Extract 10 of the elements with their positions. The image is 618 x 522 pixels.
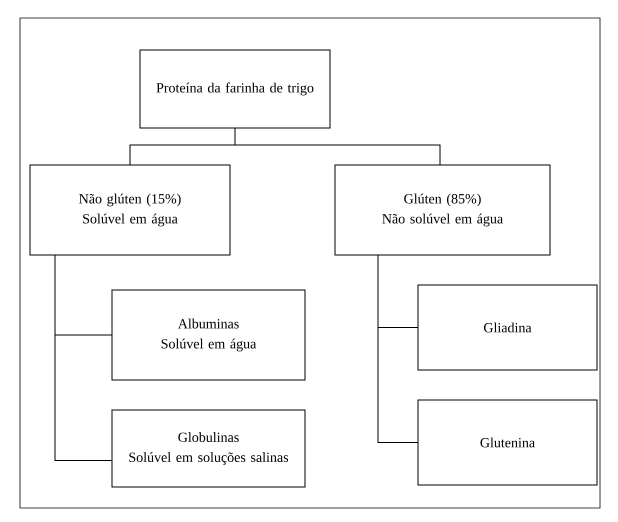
box: Glutenina xyxy=(418,400,598,486)
connector-line xyxy=(378,254,418,443)
box: Não glúten (15%) Solúvel em água xyxy=(30,164,230,256)
box: Albuminas Solúvel em água xyxy=(112,290,306,380)
box: Proteína da farinha de trigo xyxy=(140,50,330,128)
connector-line xyxy=(234,128,440,166)
connector-line xyxy=(54,254,112,461)
box: Gliadina xyxy=(418,284,598,370)
box: Glúten (85%) Não solúvel em água xyxy=(334,164,550,256)
box: Globulinas Solúvel em soluções salinas xyxy=(112,410,306,488)
